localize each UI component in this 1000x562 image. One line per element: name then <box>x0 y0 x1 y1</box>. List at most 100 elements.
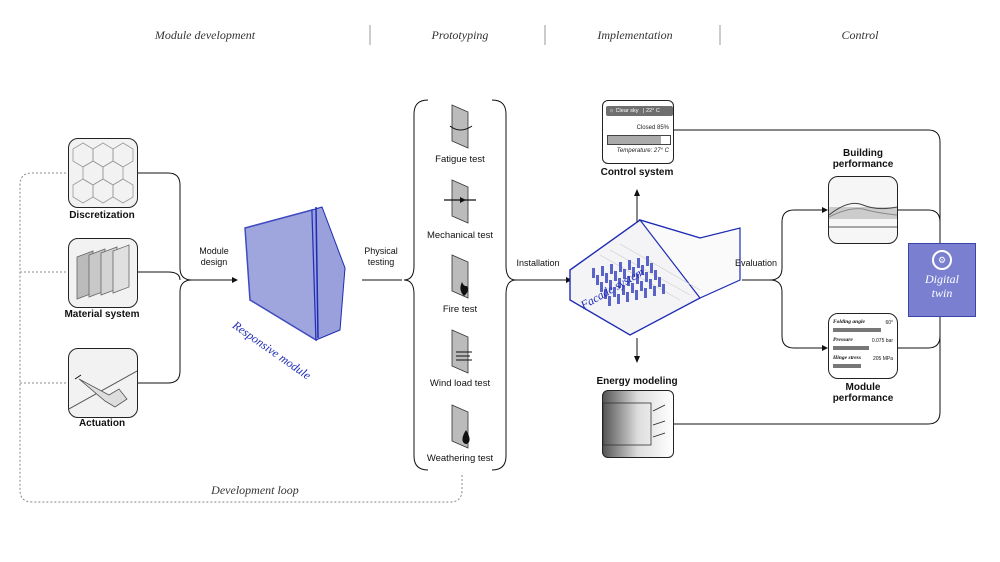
facade-system-shape <box>569 218 741 336</box>
facade-fin <box>596 275 599 285</box>
facade-fin <box>614 271 617 281</box>
test-label-mechanical: Mechanical test <box>426 230 493 241</box>
module-performance-panel: Folding angle 60° Pressure 0.075 bar Hin… <box>828 313 898 379</box>
facade-fin <box>618 278 621 288</box>
mp-row-bar <box>833 364 861 368</box>
arrowhead <box>822 207 828 213</box>
facade-fin <box>636 274 639 284</box>
facade-fins <box>592 256 665 306</box>
evaluation-fork <box>769 279 822 349</box>
facade-fin <box>631 283 634 293</box>
input-connector <box>138 172 232 281</box>
facade-fin <box>650 263 653 273</box>
phase-header: Implementation <box>597 28 673 42</box>
energy-modeling-label: Energy modeling <box>596 376 678 387</box>
material-system-label: Material system <box>64 309 140 320</box>
arrowhead <box>232 277 238 283</box>
digital-twin-box: ⚙ Digital twin <box>908 243 976 317</box>
control-system-label: Control system <box>600 167 674 178</box>
actuation-label: Actuation <box>78 418 126 429</box>
arrowhead <box>634 189 640 196</box>
facade-fin <box>592 268 595 278</box>
twin-connector <box>672 129 941 243</box>
closure-bar <box>607 135 671 145</box>
building-performance-chart <box>828 176 898 244</box>
test-label-fatigue: Fatigue test <box>435 154 485 165</box>
discretization-image <box>68 138 138 208</box>
weather-header: ☼ Clear sky | 22° C <box>606 106 673 116</box>
facade-fin <box>600 282 603 292</box>
facade-fin <box>604 289 607 299</box>
module-design-label: Module design <box>199 246 229 268</box>
evaluation-label: Evaluation <box>734 258 778 268</box>
digital-twin-label: Digital twin <box>924 272 959 301</box>
mp-row-value: 205 MPa <box>872 356 893 362</box>
control-system-panel: ☼ Clear sky | 22° C Closed 85% Temperatu… <box>602 100 674 164</box>
facade-fin <box>644 288 647 298</box>
mp-row-bar <box>833 328 881 332</box>
facade-fin <box>619 262 622 272</box>
input-connector <box>138 271 181 281</box>
building-performance-label: Building performance <box>832 148 894 170</box>
facade-fin <box>653 286 656 296</box>
installation-label: Installation <box>516 258 560 268</box>
weather-text: Clear sky <box>615 108 639 114</box>
arrowhead <box>566 277 572 283</box>
facade-fin <box>635 290 638 300</box>
mp-row-value: 0.075 bar <box>871 338 893 344</box>
responsive-module-shape <box>311 206 346 341</box>
fire-icon <box>451 254 469 299</box>
facade-fin <box>654 270 657 280</box>
closure-bar-fill <box>608 136 661 144</box>
fatigue-icon <box>449 104 473 149</box>
facade-fin <box>637 258 640 268</box>
facade-fin <box>608 296 611 306</box>
mechanical-icon <box>444 179 476 224</box>
mp-row-name: Folding angle <box>833 319 865 325</box>
facade-fin <box>623 269 626 279</box>
temperature-text: Temperature: 27° C <box>616 148 669 154</box>
hexagon-pattern-icon <box>72 142 134 204</box>
wind-icon <box>451 329 472 374</box>
mp-row-name: Pressure <box>833 337 853 343</box>
gear-icon: ⚙ <box>932 250 952 270</box>
tests-brace-left <box>403 99 429 471</box>
phase-header: Control <box>841 28 879 42</box>
test-label-weathering: Weathering test <box>426 453 494 464</box>
physical-testing-label: Physical testing <box>364 246 398 268</box>
responsive-module-edge <box>315 206 319 339</box>
phase-header: Prototyping <box>431 28 489 42</box>
facade-fin <box>649 279 652 289</box>
facade-fin <box>641 265 644 275</box>
energy-modeling-image <box>602 390 674 458</box>
test-label-wind: Wind load test <box>429 378 491 389</box>
facade-fin <box>610 264 613 274</box>
discretization-label: Discretization <box>69 210 135 221</box>
twin-connector <box>672 316 941 425</box>
mp-row-name: Hinge stress <box>833 355 861 361</box>
facade-fin <box>613 287 616 297</box>
layers-icon <box>76 244 130 300</box>
mp-row-bar <box>833 346 869 350</box>
facade-fin <box>628 260 631 270</box>
facade-fin <box>632 267 635 277</box>
facade-fin <box>617 294 620 304</box>
arrowhead <box>634 356 640 363</box>
temp-top-text: 22° C <box>646 108 660 114</box>
test-label-fire: Fire test <box>442 304 478 315</box>
facade-fin <box>645 272 648 282</box>
facade-fin <box>646 256 649 266</box>
facade-fin <box>627 276 630 286</box>
facade-fin <box>622 285 625 295</box>
development-loop-label: Development loop <box>211 483 299 497</box>
status-text: Closed 85% <box>636 125 669 131</box>
thermometer-icon: | <box>643 108 645 114</box>
actuation-image <box>68 348 138 418</box>
phase-header: Module development <box>154 28 256 42</box>
material-system-image <box>68 238 138 308</box>
facade-fin <box>601 266 604 276</box>
water-drop-icon <box>451 404 470 449</box>
facade-fin <box>658 277 661 287</box>
responsive-module-shape <box>244 209 317 342</box>
